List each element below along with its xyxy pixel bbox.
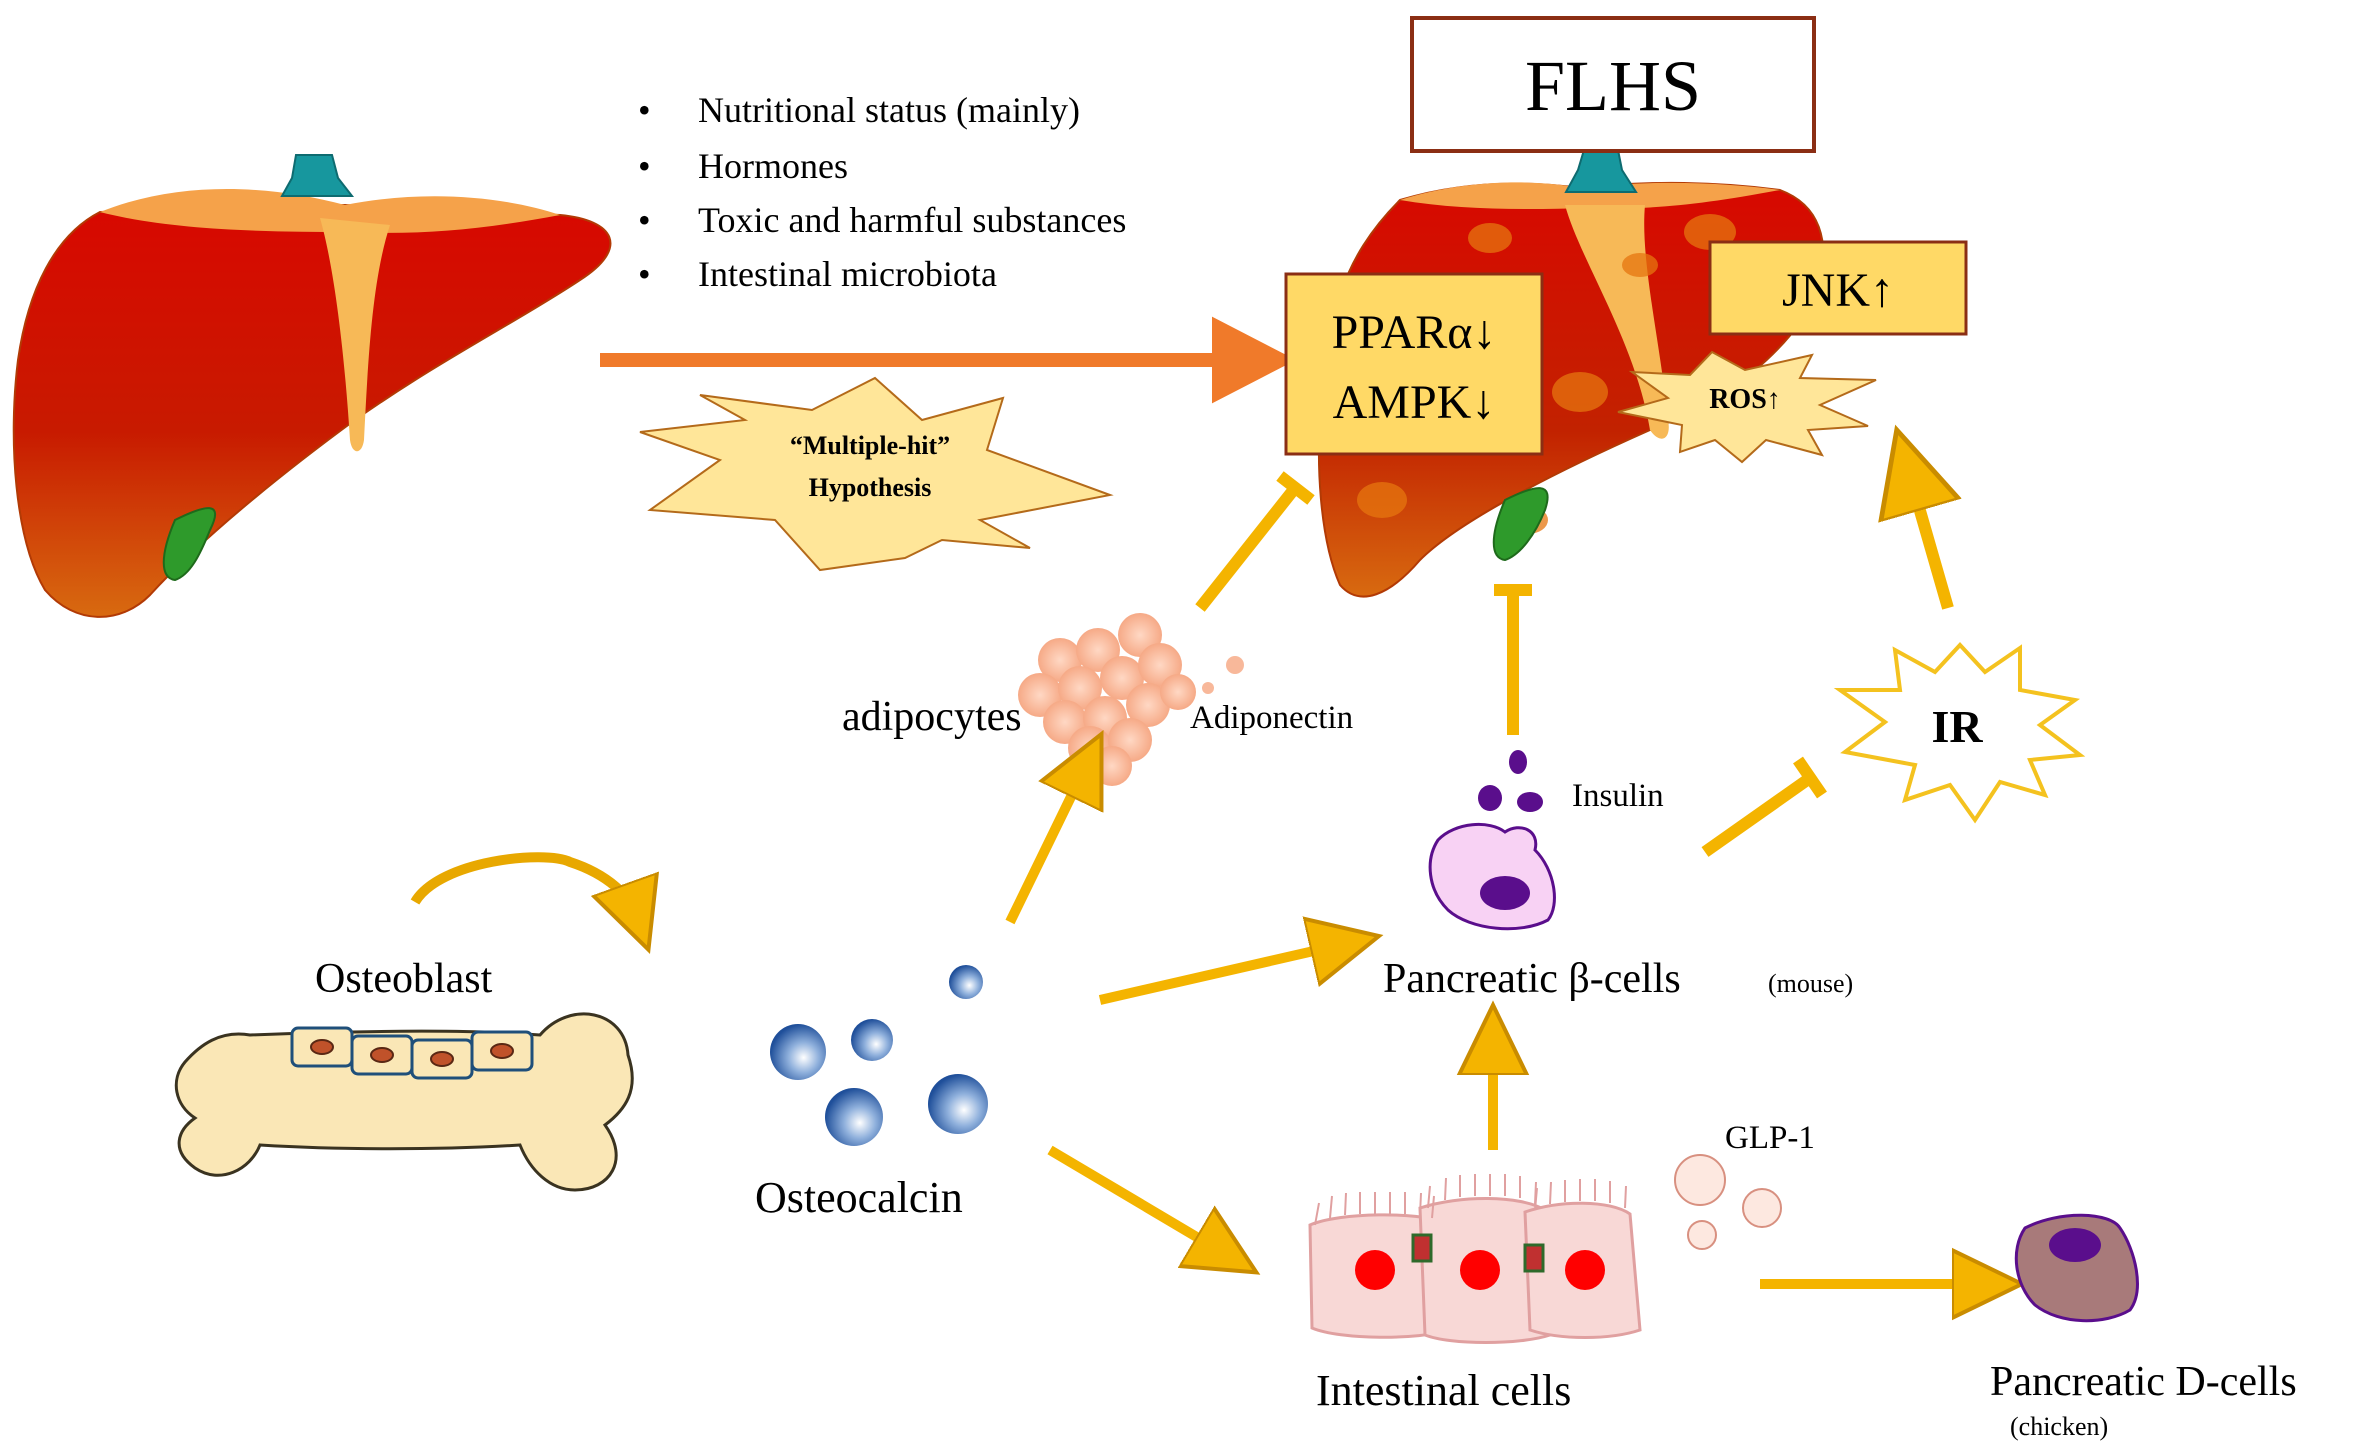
bullet-3: •	[638, 200, 651, 240]
bullet-1: •	[638, 90, 651, 130]
hypothesis-line1: “Multiple-hit”	[790, 431, 950, 460]
flhs-title-box: FLHS	[1410, 16, 1816, 153]
beta-cells-label: Pancreatic β-cells	[1383, 956, 1681, 1002]
ros-burst: ROS↑	[1617, 350, 1877, 464]
glp1-label: GLP-1	[1725, 1120, 1815, 1156]
factor-toxic: Toxic and harmful substances	[698, 200, 1126, 240]
adiponectin-inhibition-arrow	[1195, 471, 1315, 612]
insulin-label: Insulin	[1572, 778, 1664, 814]
bullet-4: •	[638, 254, 651, 294]
beta-cells-note: (mouse)	[1768, 969, 1853, 998]
beta-to-ir-inhibition-arrow	[1701, 756, 1827, 857]
intestinal-cells-icon	[1308, 1174, 1642, 1344]
adiponectin-dots	[1202, 656, 1244, 694]
d-cell-icon	[2014, 1213, 2139, 1323]
osteocalcin-balls	[770, 965, 988, 1146]
intestinal-cells-label: Intestinal cells	[1316, 1366, 1571, 1415]
adiponectin-label: Adiponectin	[1190, 700, 1353, 736]
ppar-label: PPARα↓	[1332, 306, 1497, 359]
adipocytes-icon	[1018, 613, 1196, 786]
jnk-box: JNK↑	[1708, 240, 1968, 336]
ppar-ampk-box: PPARα↓ AMPK↓	[1284, 272, 1544, 456]
osteoblast-curved-arrow	[410, 852, 635, 912]
factor-nutritional: Nutritional status (mainly)	[698, 90, 1080, 130]
bone-icon	[174, 1012, 634, 1192]
beta-cell-icon	[1428, 822, 1556, 931]
d-cells-label: Pancreatic D-cells	[1990, 1359, 2297, 1405]
hypothesis-line2: Hypothesis	[809, 473, 932, 502]
ir-burst: IR	[1833, 642, 2086, 824]
bullet-2: •	[638, 146, 651, 186]
factor-list: • Nutritional status (mainly) • Hormones…	[638, 90, 1126, 294]
multiple-hit-burst: “Multiple-hit” Hypothesis	[639, 376, 1114, 572]
osteocalcin-to-adipocytes-arrow	[1005, 770, 1084, 925]
flhs-title: FLHS	[1525, 46, 1701, 126]
osteoblast-label: Osteoblast	[315, 956, 493, 1002]
factor-hormones: Hormones	[698, 146, 848, 186]
jnk-label: JNK↑	[1782, 264, 1894, 317]
osteocalcin-to-intestine-arrow	[1047, 1145, 1222, 1252]
insulin-dots	[1478, 750, 1543, 812]
healthy-liver-icon	[12, 154, 612, 618]
factor-microbiota: Intestinal microbiota	[698, 254, 997, 294]
ros-label: ROS↑	[1709, 384, 1781, 415]
adipocytes-label: adipocytes	[842, 694, 1022, 740]
osteocalcin-to-beta-arrow	[1098, 945, 1340, 1005]
glp1-dots	[1674, 1154, 1782, 1250]
ir-to-ros-arrow	[1910, 476, 1948, 610]
ampk-label: AMPK↓	[1333, 376, 1496, 429]
d-cells-note: (chicken)	[2010, 1412, 2108, 1441]
insulin-inhibition-arrow	[1494, 584, 1532, 735]
ir-label: IR	[1931, 701, 1983, 752]
osteocalcin-label: Osteocalcin	[755, 1173, 963, 1222]
